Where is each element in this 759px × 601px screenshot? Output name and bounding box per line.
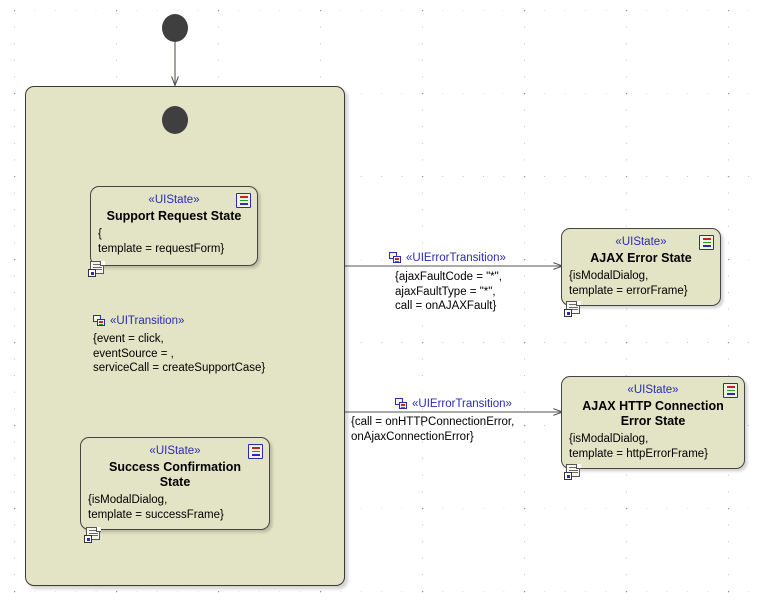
transition-stereotype: «UIErrorTransition» [412, 398, 512, 410]
document-icon-success-confirmation[interactable] [84, 527, 101, 543]
state-properties: {isModalDialog, template = httpErrorFram… [569, 433, 709, 460]
transition-header: «UIErrorTransition» [395, 398, 514, 410]
initial-node-outer[interactable] [162, 14, 188, 42]
state-ajax-error[interactable]: «UIState» AJAX Error State {isModalDialo… [561, 228, 721, 306]
transition-header: «UIErrorTransition» [389, 252, 506, 264]
transition-header: «UITransition» [93, 315, 265, 327]
state-title: Support Request State [106, 209, 242, 223]
state-title: AJAX Error State [590, 251, 692, 265]
transition-label-ui-error-ajax-fault[interactable]: «UIErrorTransition» {ajaxFaultCode = "*"… [389, 252, 506, 314]
state-ajax-http-connection-error[interactable]: «UIState» AJAX HTTP Connection Error Sta… [561, 376, 745, 469]
state-properties: { template = requestForm} [98, 228, 225, 255]
state-stereotype: «UIState» [627, 384, 679, 396]
properties-list-icon[interactable] [699, 235, 714, 250]
state-support-request[interactable]: «UIState» Support Request State { templa… [90, 186, 258, 266]
state-stereotype: «UIState» [148, 194, 200, 206]
transition-properties: {call = onHTTPConnectionError, onAjaxCon… [351, 416, 515, 443]
transition-properties: {ajaxFaultCode = "*", ajaxFaultType = "*… [395, 271, 502, 312]
initial-node-inner[interactable] [162, 106, 188, 134]
document-icon-support-request[interactable] [88, 261, 105, 277]
state-properties: {isModalDialog, template = successFrame} [88, 494, 224, 521]
component-stereotype-icon [389, 252, 402, 264]
state-title: Success Confirmation State [109, 460, 241, 489]
state-properties: {isModalDialog, template = errorFrame} [569, 270, 688, 297]
state-stereotype: «UIState» [149, 445, 201, 457]
transition-label-ui-error-http[interactable]: «UIErrorTransition» {call = onHTTPConnec… [351, 398, 514, 444]
transition-properties: {event = click, eventSource = , serviceC… [93, 333, 266, 374]
component-stereotype-icon [395, 398, 408, 410]
properties-list-icon[interactable] [248, 444, 263, 459]
transition-stereotype: «UIErrorTransition» [406, 252, 506, 264]
component-stereotype-icon [93, 315, 106, 327]
document-icon-ajax-error[interactable] [564, 301, 581, 317]
state-success-confirmation[interactable]: «UIState» Success Confirmation State {is… [80, 437, 270, 530]
properties-list-icon[interactable] [236, 193, 251, 208]
properties-list-icon[interactable] [723, 383, 738, 398]
transition-label-ui-transition[interactable]: «UITransition» {event = click, eventSour… [93, 315, 265, 376]
state-stereotype: «UIState» [615, 236, 667, 248]
transition-stereotype: «UITransition» [110, 315, 185, 327]
document-icon-http-error[interactable] [564, 464, 581, 480]
state-title: AJAX HTTP Connection Error State [582, 399, 724, 428]
